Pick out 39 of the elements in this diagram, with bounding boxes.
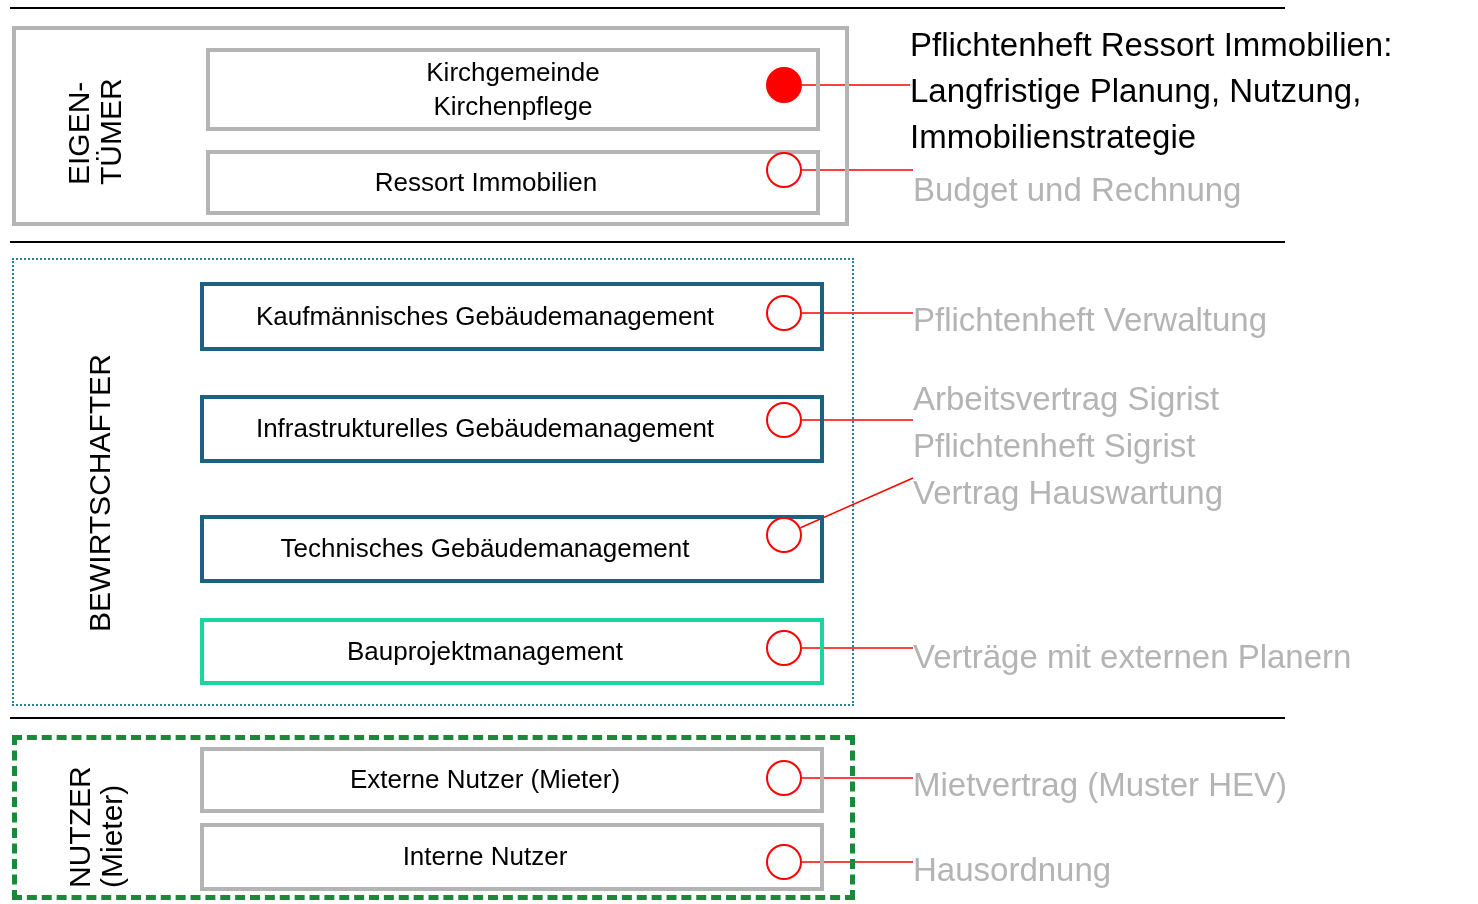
note-text: Hausordnung (913, 847, 1112, 893)
leader-line (801, 312, 914, 314)
note-text: Pflichtenheft Verwaltung (913, 297, 1268, 343)
group-frame (12, 735, 855, 900)
role-box: Bauprojektmanagement (200, 618, 824, 685)
note-text: Arbeitsvertrag Sigrist (913, 376, 1220, 422)
leader-line (801, 777, 914, 779)
note-text: Vertrag Hauswartung (913, 470, 1223, 516)
dot-marker (766, 67, 802, 103)
role-box: Interne Nutzer (200, 823, 824, 891)
group-heading: NUTZER (Mieter) (63, 764, 127, 888)
leader-line (801, 169, 914, 171)
leader-line (799, 477, 914, 529)
group-heading: EIGEN- TÜMER (62, 77, 126, 185)
circle-marker (766, 517, 802, 553)
group-frame (12, 26, 849, 226)
circle-marker (766, 630, 802, 666)
note-text: Budget und Rechnung (913, 167, 1242, 213)
leader-line (801, 861, 914, 863)
role-box: Kirchgemeinde Kirchenpflege (206, 48, 820, 131)
note-text: Mietvertrag (Muster HEV) (913, 762, 1288, 808)
circle-marker (766, 844, 802, 880)
role-box: Technisches Gebäudemanagement (200, 515, 824, 583)
circle-marker (766, 152, 802, 188)
circle-marker (766, 760, 802, 796)
circle-marker (766, 402, 802, 438)
note-text: Verträge mit externen Planern (913, 634, 1352, 680)
role-box: Infrastrukturelles Gebäudemanagement (200, 395, 824, 463)
role-box: Ressort Immobilien (206, 150, 820, 215)
role-box: Kaufmännisches Gebäudemanagement (200, 282, 824, 351)
group-frame (12, 258, 854, 706)
group-heading: BEWIRTSCHAFTER (84, 353, 116, 632)
leader-line (801, 419, 914, 421)
note-text: Pflichtenheft Sigrist (913, 426, 1196, 466)
circle-marker (766, 295, 802, 331)
note-text: Pflichtenheft Ressort Immobilien: Langfristige Planung, Nutzung, Immobilienstrategie (910, 22, 1475, 160)
leader-line (801, 647, 914, 649)
leader-line (801, 84, 911, 86)
role-box: Externe Nutzer (Mieter) (200, 747, 824, 813)
